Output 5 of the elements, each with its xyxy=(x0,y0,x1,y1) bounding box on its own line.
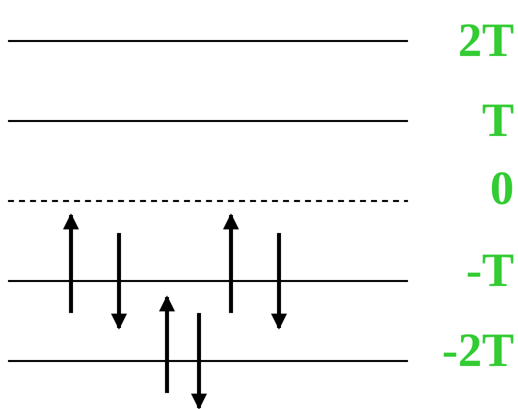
energy-label: -T xyxy=(466,247,514,295)
energy-label: -2T xyxy=(442,327,514,375)
energy-label: 2T xyxy=(458,17,514,65)
energy-label: 0 xyxy=(490,165,514,213)
energy-label: T xyxy=(482,97,514,145)
